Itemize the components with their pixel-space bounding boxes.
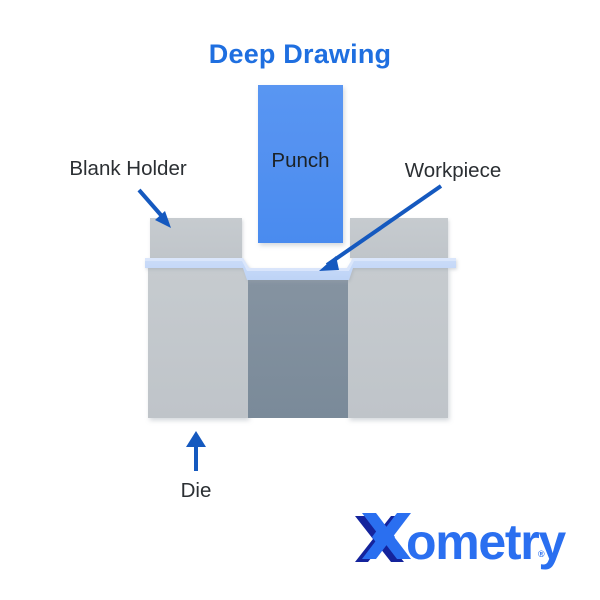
workpiece-part — [145, 258, 456, 280]
die-label: Die — [181, 479, 212, 502]
xometry-wordmark: ometry — [406, 514, 566, 570]
workpiece-label: Workpiece — [405, 159, 501, 182]
die-part — [148, 266, 448, 418]
blank-holder-label: Blank Holder — [69, 157, 187, 180]
punch-body — [258, 85, 343, 243]
workpiece-arrow — [319, 184, 443, 271]
punch-label: Punch — [271, 149, 329, 172]
die-arrow — [186, 431, 206, 471]
registered-trademark-icon: ® — [538, 549, 545, 559]
xometry-logo[interactable]: ometry ® — [355, 513, 568, 570]
page-title: Deep Drawing — [209, 39, 391, 69]
die-left-block — [148, 266, 248, 418]
die-right-block — [348, 266, 448, 418]
punch-part: Punch — [258, 85, 343, 243]
die-cavity — [248, 280, 348, 418]
workpiece-highlight — [145, 258, 456, 271]
blank-holder-arrow — [137, 188, 171, 228]
xometry-x-icon — [355, 513, 411, 562]
x-crossing-overlay — [372, 529, 395, 545]
